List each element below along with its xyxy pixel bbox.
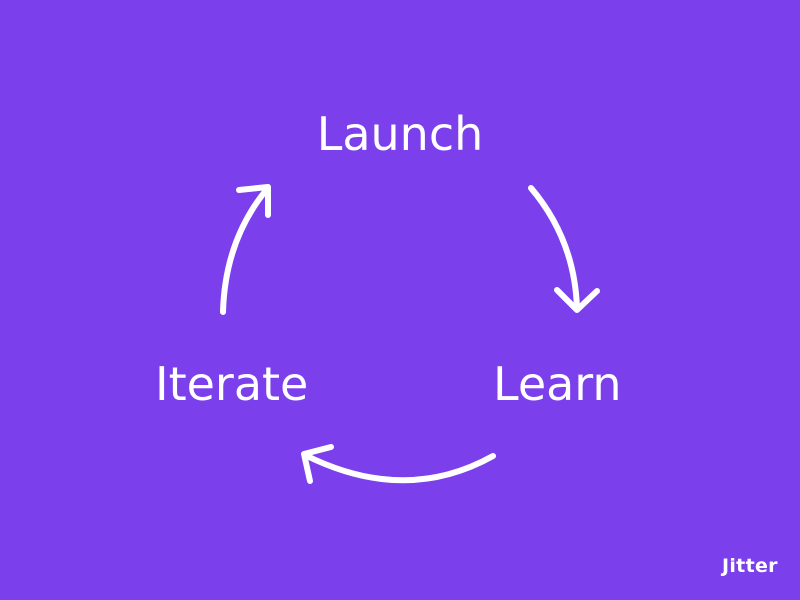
arrow-iterate-to-launch-icon [220,184,271,315]
node-iterate-label: Iterate [155,357,309,411]
arrow-launch-to-learn-icon [528,185,600,313]
jitter-watermark: Jitter [722,555,778,577]
node-launch-label: Launch [316,107,484,161]
arrow-learn-to-iterate-icon [301,444,496,484]
node-learn-label: Learn [493,357,622,411]
